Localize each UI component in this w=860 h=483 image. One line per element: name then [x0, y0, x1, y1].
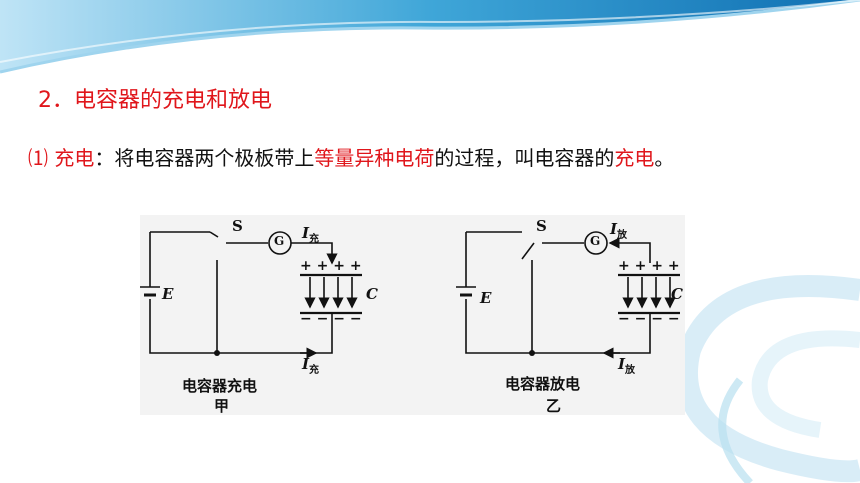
- discharging-circuit: [456, 231, 680, 359]
- circuit-diagrams: [140, 231, 680, 359]
- negative-charges-left: − − − −: [300, 311, 362, 327]
- highlight-equal-opposite-charges: 等量异种电荷: [314, 146, 435, 170]
- caption-discharging: 电容器放电: [505, 375, 581, 393]
- current-label-top-right: I放: [610, 220, 628, 241]
- caption-charging: 电容器充电: [182, 377, 258, 395]
- capacitor-label-left: C: [366, 285, 378, 303]
- positive-charges-left: + + + +: [300, 258, 362, 274]
- current-label-top-left: I充: [302, 224, 320, 245]
- switch-label-left: S: [232, 217, 243, 235]
- section-heading: 2．电容器的充电和放电: [38, 88, 272, 113]
- decorative-swirl: [675, 275, 860, 483]
- figure-label-jia: 甲: [214, 397, 230, 415]
- battery-label-left: E: [162, 285, 174, 303]
- battery-label-right: E: [480, 289, 492, 307]
- galvanometer-label-right: G: [590, 234, 601, 248]
- colon: ：: [94, 146, 115, 170]
- definition-line: ⑴ 充电：将电容器两个极板带上等量异种电荷的过程，叫电容器的充电。: [28, 142, 674, 171]
- current-label-bottom-right: I放: [618, 355, 636, 376]
- positive-charges-right: + + + +: [618, 258, 680, 274]
- galvanometer-label-left: G: [274, 234, 285, 248]
- current-label-bottom-left: I充: [302, 355, 320, 376]
- figure-label-yi: 乙: [546, 397, 562, 415]
- item-number: ⑴: [28, 146, 55, 170]
- header-wave-banner: [0, 0, 860, 74]
- term-charging-2: 充电: [614, 146, 655, 170]
- negative-charges-right: − − − −: [618, 311, 680, 327]
- period: 。: [654, 146, 675, 170]
- charging-circuit: [140, 231, 362, 359]
- circuit-figure: S G I充 I充 E C + + + + − − − − 电容器充电 甲 S …: [140, 215, 685, 415]
- definition-text-1: 将电容器两个极板带上: [114, 146, 315, 170]
- capacitor-label-right: C: [671, 285, 683, 303]
- definition-text-2: 的过程，叫电容器的: [434, 146, 615, 170]
- switch-label-right: S: [536, 217, 547, 235]
- term-charging: 充电: [54, 146, 95, 170]
